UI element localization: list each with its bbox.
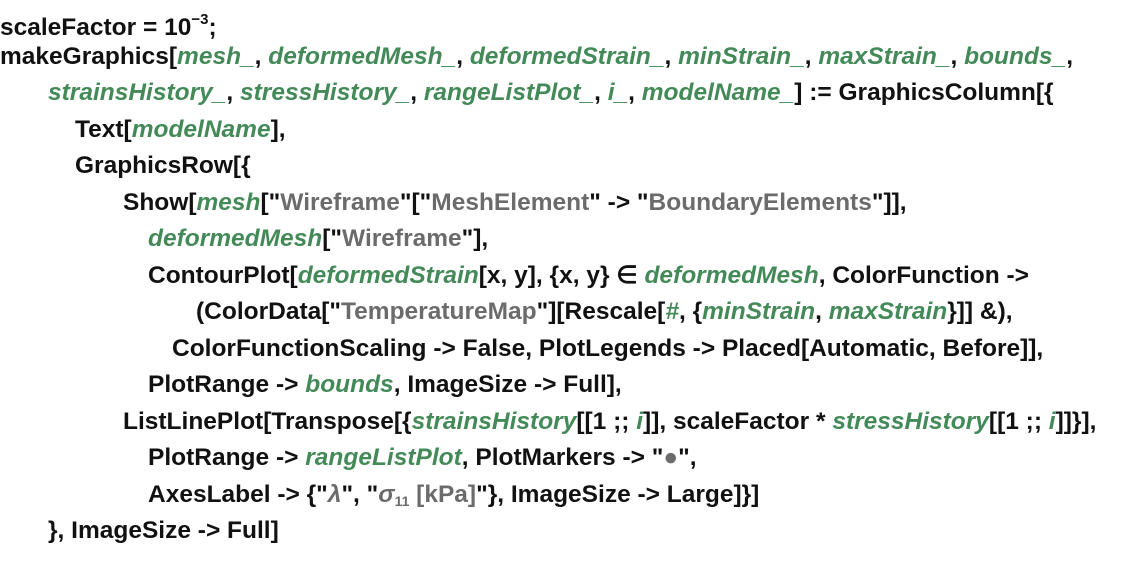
color-function-line: (ColorData["TemperatureMap"][Rescale[#, … <box>0 294 1128 331</box>
code-token: [x, y], {x, y} ∈ <box>478 261 645 289</box>
code-cell[interactable]: scaleFactor = 10−3;makeGraphics[mesh_, d… <box>0 0 1128 550</box>
plot-markers-line: PlotRange -> rangeListPlot, PlotMarkers … <box>0 440 1128 477</box>
code-string: BoundaryElements <box>648 188 872 216</box>
code-token: , ColorFunction -> <box>818 261 1029 289</box>
code-variable: strainsHistory <box>411 407 577 435</box>
function-definition-line: makeGraphics[mesh_, deformedMesh_, defor… <box>0 39 1128 76</box>
code-token: , PlotMarkers -> " <box>461 444 664 471</box>
code-token: makeGraphics[ <box>0 42 178 70</box>
code-token: [" <box>260 188 281 216</box>
code-token: ]]}], <box>1055 407 1097 435</box>
code-string: MeshElement <box>431 188 590 216</box>
code-variable: bounds <box>305 371 394 398</box>
code-token: ContourPlot[ <box>148 261 298 289</box>
code-token: ListLinePlot[Transpose[{ <box>123 407 412 435</box>
code-token: , <box>815 298 829 325</box>
plot-range-line: PlotRange -> bounds, ImageSize -> Full], <box>0 367 1128 404</box>
code-token: "][Rescale[ <box>536 298 666 325</box>
code-string: Wireframe <box>280 188 400 216</box>
code-variable: bounds_ <box>964 42 1067 70</box>
graphics-row-line: GraphicsRow[{ <box>0 148 1128 185</box>
code-variable: deformedStrain_ <box>469 42 665 70</box>
code-token: , <box>410 79 424 106</box>
code-token: ; <box>208 14 217 41</box>
arguments-line: strainsHistory_, stressHistory_, rangeLi… <box>0 75 1128 112</box>
code-token: PlotRange -> <box>148 444 306 471</box>
code-token: , <box>456 42 470 70</box>
code-token: , <box>594 79 608 106</box>
code-string: σ <box>378 480 395 508</box>
code-variable: rangeListPlot_ <box>423 79 595 106</box>
code-variable: maxStrain <box>828 298 948 325</box>
code-variable: deformedMesh_ <box>268 42 457 70</box>
code-token: [" <box>322 225 343 252</box>
code-token: ", " <box>341 480 379 508</box>
code-token: , <box>254 42 269 70</box>
code-variable: strainsHistory_ <box>48 79 227 106</box>
code-variable: i <box>1048 407 1056 435</box>
code-variable: # <box>665 298 679 325</box>
code-token: PlotRange -> <box>148 371 306 398</box>
code-token: }, ImageSize -> Full] <box>48 517 279 544</box>
code-token: , <box>1066 42 1074 70</box>
code-string: [kPa] <box>409 480 477 508</box>
show-line: Show[mesh["Wireframe"["MeshElement" -> "… <box>0 185 1128 222</box>
code-token: ", <box>678 444 697 471</box>
code-token: 11 <box>394 492 410 509</box>
code-token: , { <box>678 298 703 325</box>
contour-plot-line: ContourPlot[deformedStrain[x, y], {x, y}… <box>0 258 1128 295</box>
code-token: ] := GraphicsColumn[{ <box>794 79 1054 106</box>
code-token: , <box>804 42 819 70</box>
code-variable: i <box>636 407 644 435</box>
axes-label-line: AxesLabel -> {"λ", "σ11 [kPa]"}, ImageSi… <box>0 477 1128 514</box>
color-scaling-line: ColorFunctionScaling -> False, PlotLegen… <box>0 331 1128 368</box>
list-line-plot-line: ListLinePlot[Transpose[{strainsHistory[[… <box>0 404 1128 441</box>
code-token: "]], <box>871 188 907 216</box>
code-variable: mesh <box>196 188 261 216</box>
wireframe-line: deformedMesh["Wireframe"], <box>0 221 1128 258</box>
code-token: −3 <box>191 11 209 28</box>
code-variable: maxStrain_ <box>818 42 951 70</box>
code-string: TemperatureMap <box>341 298 537 325</box>
code-token: GraphicsRow[{ <box>75 152 251 179</box>
code-token: scaleFactor = 10 <box>0 14 192 41</box>
code-variable: stressHistory_ <box>240 79 411 106</box>
code-variable: deformedStrain <box>297 261 479 289</box>
code-variable: i_ <box>607 79 629 106</box>
code-token: , <box>950 42 965 70</box>
code-token: Text[ <box>75 115 132 143</box>
code-token: " -> " <box>589 188 649 216</box>
code-token: (ColorData[" <box>196 298 342 325</box>
code-token: , <box>628 79 642 106</box>
code-variable: mesh_ <box>177 42 255 70</box>
code-variable: rangeListPlot <box>305 444 462 471</box>
code-token: [[1 ;; <box>988 407 1049 435</box>
code-token: [[1 ;; <box>576 407 637 435</box>
image-size-line: }, ImageSize -> Full] <box>0 513 1128 550</box>
code-token: , <box>664 42 679 70</box>
code-variable: deformedMesh <box>148 225 323 252</box>
scale-factor-line: scaleFactor = 10−3; <box>0 2 1128 41</box>
code-token: Show[ <box>123 188 197 216</box>
code-string: ● <box>663 444 679 471</box>
code-string: λ <box>327 480 342 508</box>
code-token: ]], scaleFactor * <box>643 407 833 435</box>
code-variable: modelName_ <box>641 79 795 106</box>
text-line: Text[modelName], <box>0 112 1128 149</box>
code-variable: stressHistory <box>832 407 989 435</box>
code-token: , <box>226 79 241 106</box>
code-token: }]] &), <box>947 298 1013 325</box>
code-variable: minStrain <box>702 298 816 325</box>
code-token: "[" <box>399 188 432 216</box>
code-token: , ImageSize -> Full], <box>393 371 622 398</box>
code-token: "}, ImageSize -> Large]}] <box>476 480 760 508</box>
code-string: Wireframe <box>342 225 462 252</box>
code-token: "], <box>461 225 489 252</box>
code-variable: modelName <box>131 115 271 143</box>
code-token: AxesLabel -> {" <box>148 480 328 508</box>
code-token: ], <box>270 115 286 143</box>
code-variable: minStrain_ <box>678 42 805 70</box>
code-variable: deformedMesh <box>644 261 819 289</box>
code-token: ColorFunctionScaling -> False, PlotLegen… <box>172 334 1044 362</box>
